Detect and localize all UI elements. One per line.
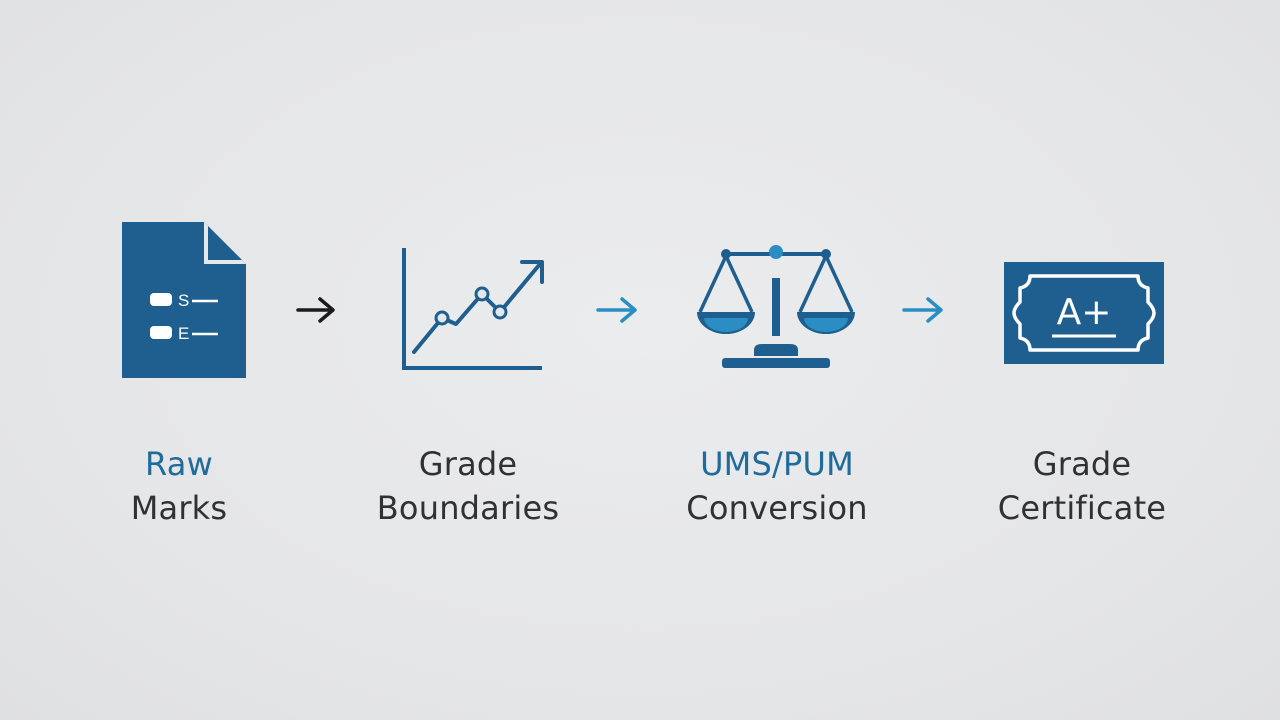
arrow-right-icon (596, 297, 637, 323)
doc-line-bullet-2 (150, 326, 172, 339)
step-label-line1: Grade (1032, 445, 1132, 483)
step-label-raw-marks: Raw Marks (29, 442, 329, 530)
step-label-line1: UMS/PUM (700, 445, 854, 483)
step-label-line1: Grade (418, 445, 518, 483)
arrow-right-icon (296, 297, 335, 323)
arrow-1 (296, 296, 338, 324)
grade-boundaries-icon-wrapper (400, 246, 550, 372)
step-label-line2: Certificate (997, 489, 1167, 527)
line-chart-icon (402, 248, 544, 370)
conversion-icon-wrapper (694, 244, 858, 374)
document-icon: S E (122, 222, 246, 378)
step-label-line2: Boundaries (376, 489, 560, 527)
step-label-conversion: UMS/PUM Conversion (627, 442, 927, 530)
arrow-2 (596, 296, 640, 324)
balance-scale-icon (697, 245, 855, 368)
certificate-icon: A+ (1004, 262, 1164, 364)
doc-line-bullet-1 (150, 293, 172, 306)
doc-line-text-1: S (178, 291, 189, 310)
certificate-icon-wrapper: A+ (1004, 262, 1164, 364)
step-label-grade-boundaries: Grade Boundaries (318, 442, 618, 530)
grade-text: A+ (1057, 292, 1112, 333)
doc-line-text-2: E (178, 324, 189, 343)
raw-marks-icon-wrapper: S E (122, 222, 246, 378)
arrow-right-icon (902, 297, 943, 323)
step-label-line1: Raw (145, 445, 213, 483)
step-label-certificate: Grade Certificate (932, 442, 1232, 530)
arrow-3 (902, 296, 946, 324)
step-label-line2: Conversion (686, 489, 868, 527)
step-label-line2: Marks (130, 489, 228, 527)
